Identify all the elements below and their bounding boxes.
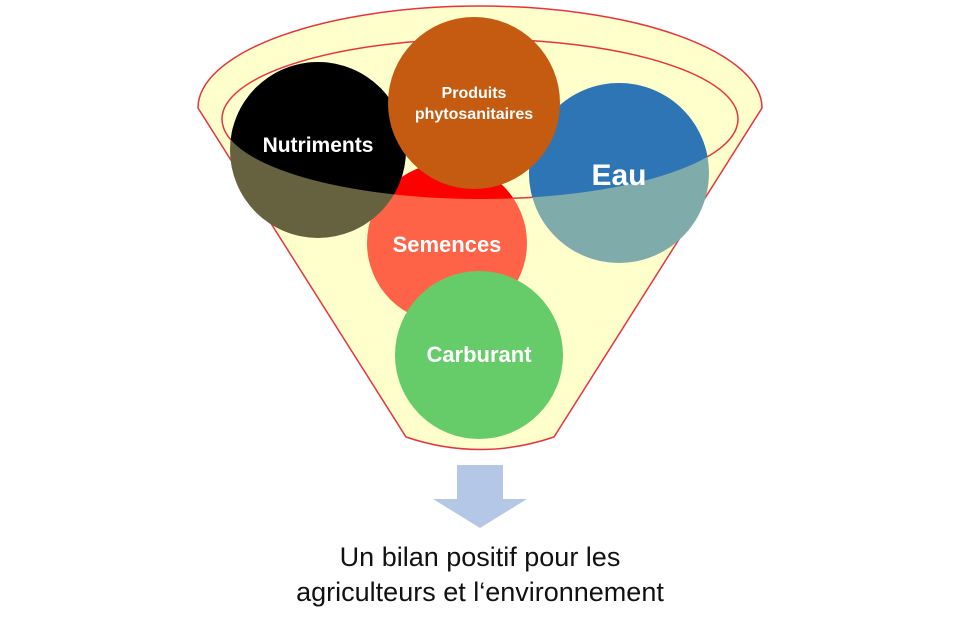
carburant-circle <box>395 271 563 439</box>
node-eau: Eau <box>529 83 709 263</box>
node-produits-phytosanitaires: Produits phytosanitaires <box>388 17 560 189</box>
carburant-label: Carburant <box>426 342 532 367</box>
down-arrow-icon <box>433 465 527 528</box>
eau-circle-top <box>529 83 709 199</box>
nutriments-label: Nutriments <box>263 134 374 157</box>
caption-line-2: agriculteurs et l‘environnement <box>296 577 664 607</box>
caption-line-1: Un bilan positif pour les <box>340 542 621 572</box>
node-nutriments: Nutriments <box>230 62 406 238</box>
produits-label-line2: phytosanitaires <box>415 106 533 123</box>
produits-label-line1: Produits <box>442 85 507 102</box>
eau-label: Eau <box>591 159 646 192</box>
produits-circle <box>388 17 560 189</box>
node-carburant: Carburant <box>395 271 563 439</box>
semences-label: Semences <box>393 232 502 257</box>
